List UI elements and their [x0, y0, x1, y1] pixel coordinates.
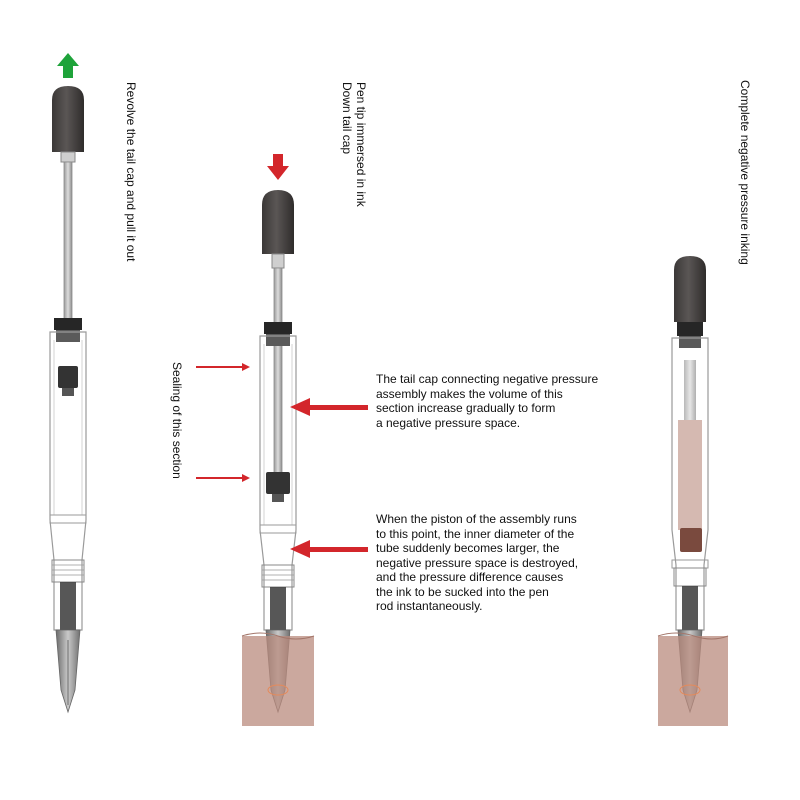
pen-step3 — [657, 256, 729, 726]
note-line: When the piston of the assembly runs — [376, 512, 577, 526]
pen-step2 — [196, 154, 368, 726]
note-line: tube suddenly becomes larger, the — [376, 541, 560, 555]
negative-pressure-note: The tail cap connecting negative pressur… — [376, 372, 598, 430]
up-arrow-icon — [57, 53, 79, 78]
tail-cap — [674, 256, 706, 322]
pen-step1 — [49, 53, 87, 714]
ink-bottle — [242, 636, 314, 726]
note-line: negative pressure space is destroyed, — [376, 555, 579, 570]
piston — [680, 528, 702, 552]
piston-rod — [63, 161, 73, 321]
step2-label: Pen tip immersed in ink Down tail cap — [340, 82, 368, 207]
note-line: a negative pressure space. — [376, 415, 521, 430]
step1-label: Revolve the tail cap and pull it out — [124, 82, 138, 262]
pen-barrel — [259, 335, 297, 631]
ink-bottle — [658, 636, 728, 726]
note-line: rod instantaneously. — [376, 599, 483, 613]
note-line: section increase gradually to form — [376, 401, 556, 415]
down-arrow-icon — [267, 154, 289, 180]
tail-cap — [52, 86, 84, 152]
note-line: the ink to be sucked into the pen — [376, 584, 549, 599]
note-line: The tail cap connecting negative pressur… — [376, 372, 599, 386]
piston-note: When the piston of the assembly runs to … — [376, 512, 578, 614]
sealing-label: Sealing of this section — [170, 362, 184, 479]
pen-barrel — [671, 337, 709, 631]
tail-cap — [262, 190, 294, 254]
note-line: and the pressure difference causes — [376, 570, 564, 584]
piston — [58, 366, 78, 388]
step3-label: Complete negative pressure inking — [738, 80, 752, 265]
piston — [266, 472, 290, 494]
note-line: assembly makes the volume of this — [376, 386, 563, 401]
piston-rod — [273, 267, 283, 475]
pen-barrel — [49, 331, 87, 631]
ink-reservoir — [678, 420, 702, 530]
note-line: to this point, the inner diameter of the — [376, 526, 575, 541]
